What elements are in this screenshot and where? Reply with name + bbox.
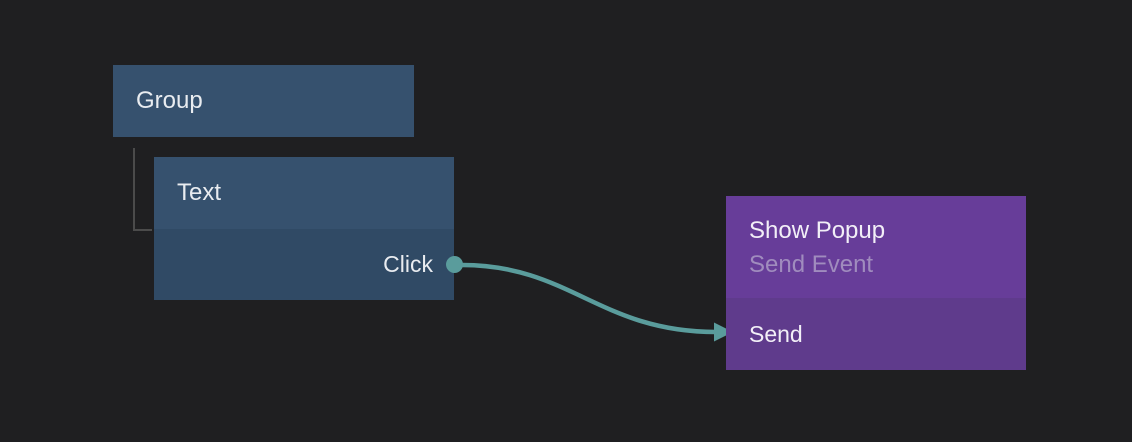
group-child-hierarchy-line <box>133 148 152 231</box>
node-title: Group <box>136 87 203 114</box>
output-port-label: Click <box>383 251 433 277</box>
output-port-row[interactable]: Click <box>154 229 463 300</box>
node-title: Text <box>177 179 222 206</box>
node-text[interactable]: Text Click <box>154 157 463 300</box>
input-port-label: Send <box>749 320 803 347</box>
connection-curve[interactable] <box>459 262 719 335</box>
node-group[interactable]: Group <box>113 65 414 137</box>
node-header[interactable]: Show Popup Send Event <box>726 196 1026 298</box>
input-port-row[interactable]: Send <box>726 298 1026 370</box>
node-header[interactable]: Text <box>154 157 454 229</box>
node-show-popup[interactable]: Show Popup Send Event Send <box>726 196 1026 370</box>
node-subtitle: Send Event <box>749 251 874 278</box>
node-title: Show Popup <box>749 217 886 244</box>
output-port-dot[interactable] <box>446 256 463 273</box>
